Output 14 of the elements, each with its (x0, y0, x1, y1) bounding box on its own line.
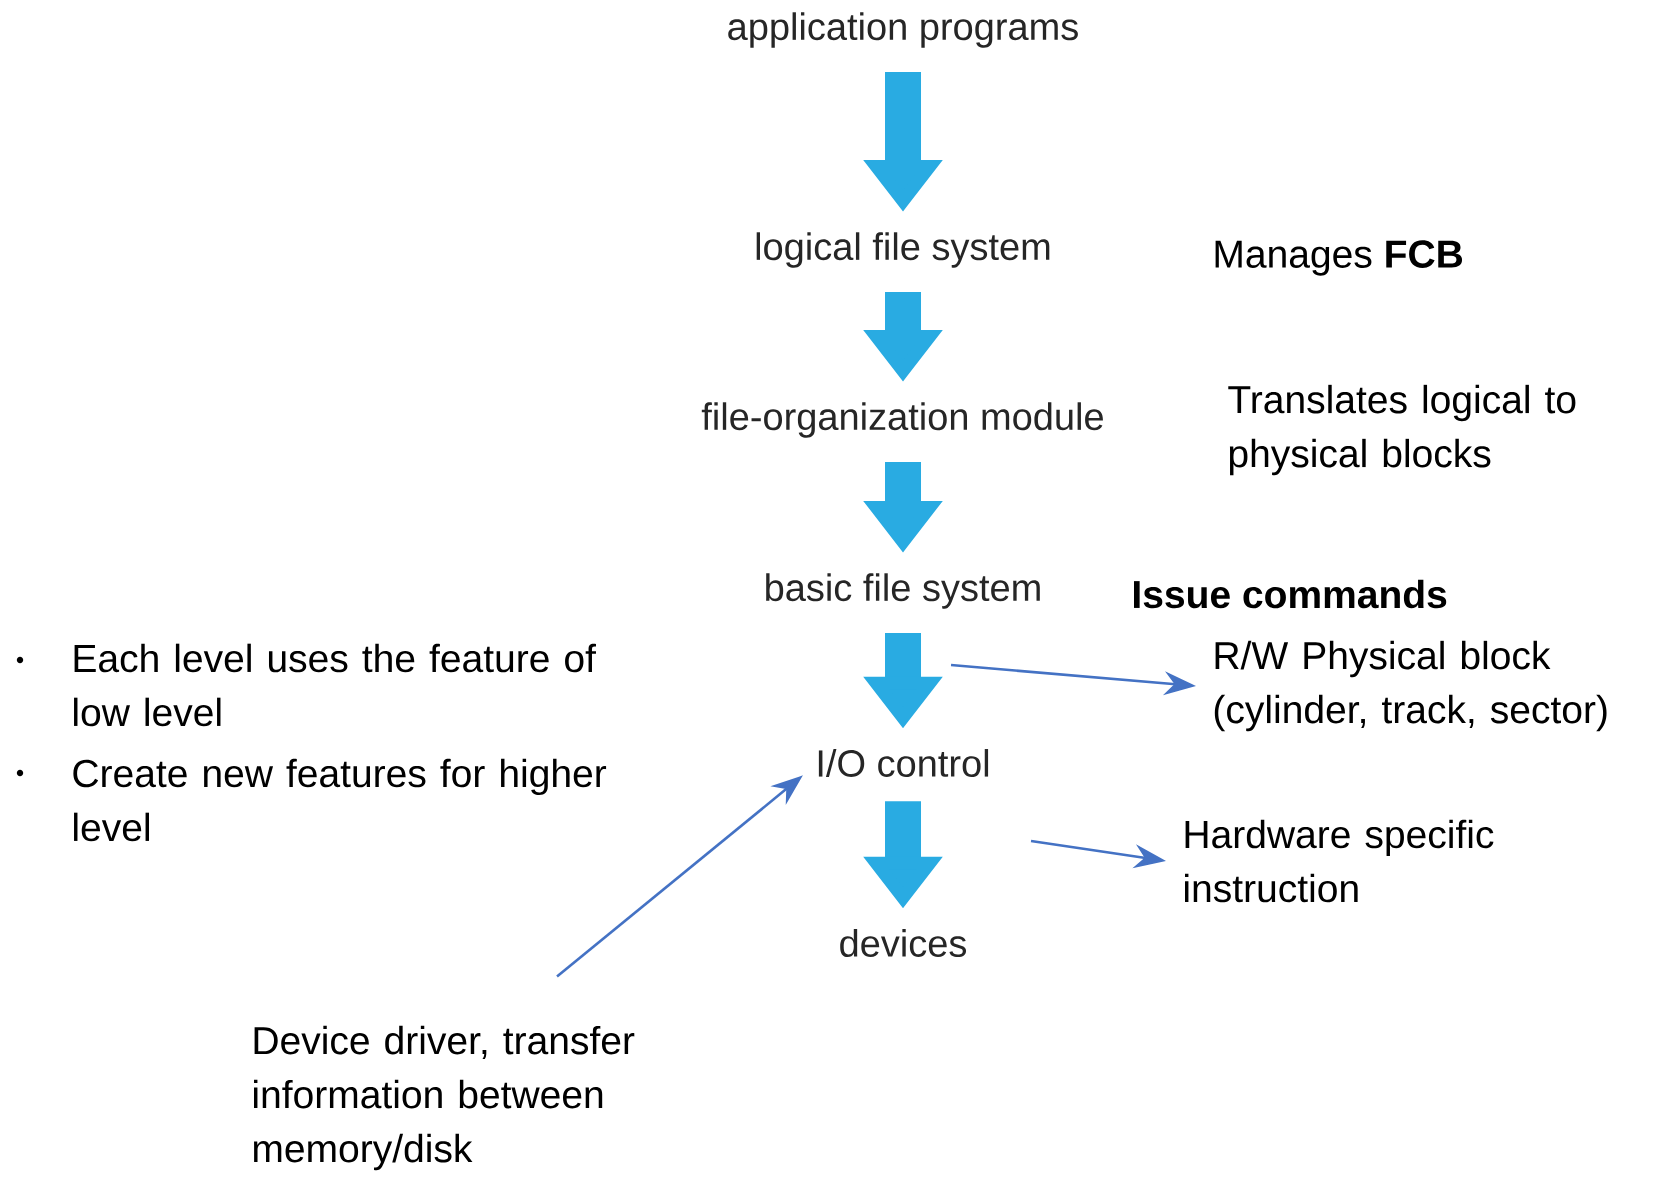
annotation-text: R/W Physical block (cylinder, track, sector) (1214, 640, 1607, 732)
layer-label: basic file system (766, 573, 1040, 609)
annotation-text: Manages FCB (1215, 240, 1463, 276)
layer-label: application programs (728, 12, 1078, 48)
annotation-text: Issue commands (1134, 579, 1447, 609)
annotation-text: Translates logical to physical blocks (1228, 384, 1576, 476)
annotation-text: Each level uses the feature of low level (74, 643, 596, 727)
layer-label: logical file system (756, 232, 1050, 268)
layer-label: devices (840, 929, 967, 957)
annotation-text: Create new features for higher level (73, 758, 607, 842)
annotation-text: Device driver, transfer information between memory/disk (254, 1025, 635, 1171)
layer-label: I/O control (818, 749, 989, 777)
layer-label: file-organization module (701, 402, 1103, 438)
annotation-text: Hardware specific instruction (1185, 819, 1494, 903)
